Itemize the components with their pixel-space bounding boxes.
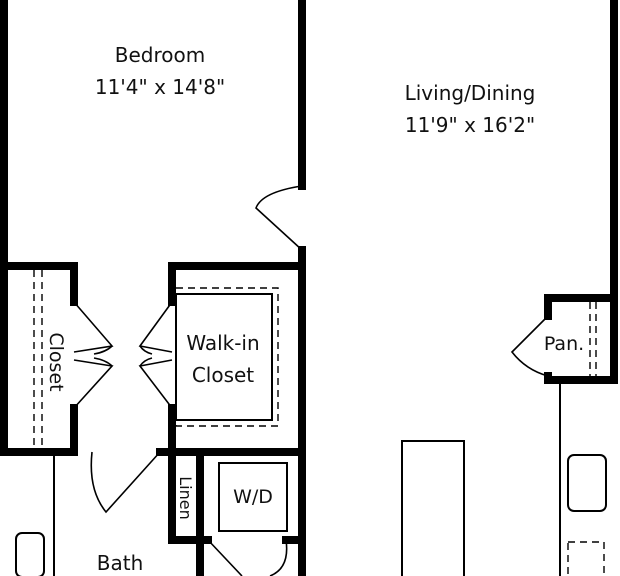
bath-door bbox=[90, 451, 161, 514]
walkin-bifold-doors-arc bbox=[139, 345, 153, 367]
range-appliance bbox=[567, 454, 607, 512]
laundry-door bbox=[207, 539, 288, 576]
linen-label: Linen bbox=[176, 476, 195, 519]
pantry-door bbox=[510, 315, 549, 377]
bath-fixture bbox=[15, 532, 45, 576]
wd-label: W/D bbox=[233, 486, 273, 508]
fixtures bbox=[15, 270, 607, 576]
living-name: Living/Dining bbox=[405, 81, 536, 105]
living-dims: 11'9" x 16'2" bbox=[405, 113, 535, 137]
room-labels: Bedroom 11'4" x 14'8" Living/Dining 11'9… bbox=[45, 43, 584, 575]
kitchen-island bbox=[401, 440, 465, 576]
closet-label: Closet bbox=[45, 332, 67, 391]
bedroom-door bbox=[255, 185, 303, 251]
walkin-shelf-inner bbox=[175, 293, 273, 421]
walkin-bifold-doors bbox=[138, 301, 173, 409]
washer-dryer-box bbox=[218, 462, 288, 532]
closet-bifold-doors bbox=[73, 301, 114, 409]
walkin-label-line2: Closet bbox=[192, 363, 254, 387]
bedroom-dims: 11'4" x 14'8" bbox=[95, 75, 225, 99]
closet-bifold-doors-arc bbox=[93, 345, 113, 367]
walkin-shelf-outer bbox=[175, 287, 279, 427]
bath-label: Bath bbox=[97, 551, 144, 575]
walkin-label-line1: Walk-in bbox=[186, 331, 259, 355]
doors bbox=[73, 185, 549, 576]
bedroom-name: Bedroom bbox=[115, 43, 205, 67]
pantry-label: Pan. bbox=[544, 333, 584, 355]
refrigerator bbox=[567, 541, 605, 576]
